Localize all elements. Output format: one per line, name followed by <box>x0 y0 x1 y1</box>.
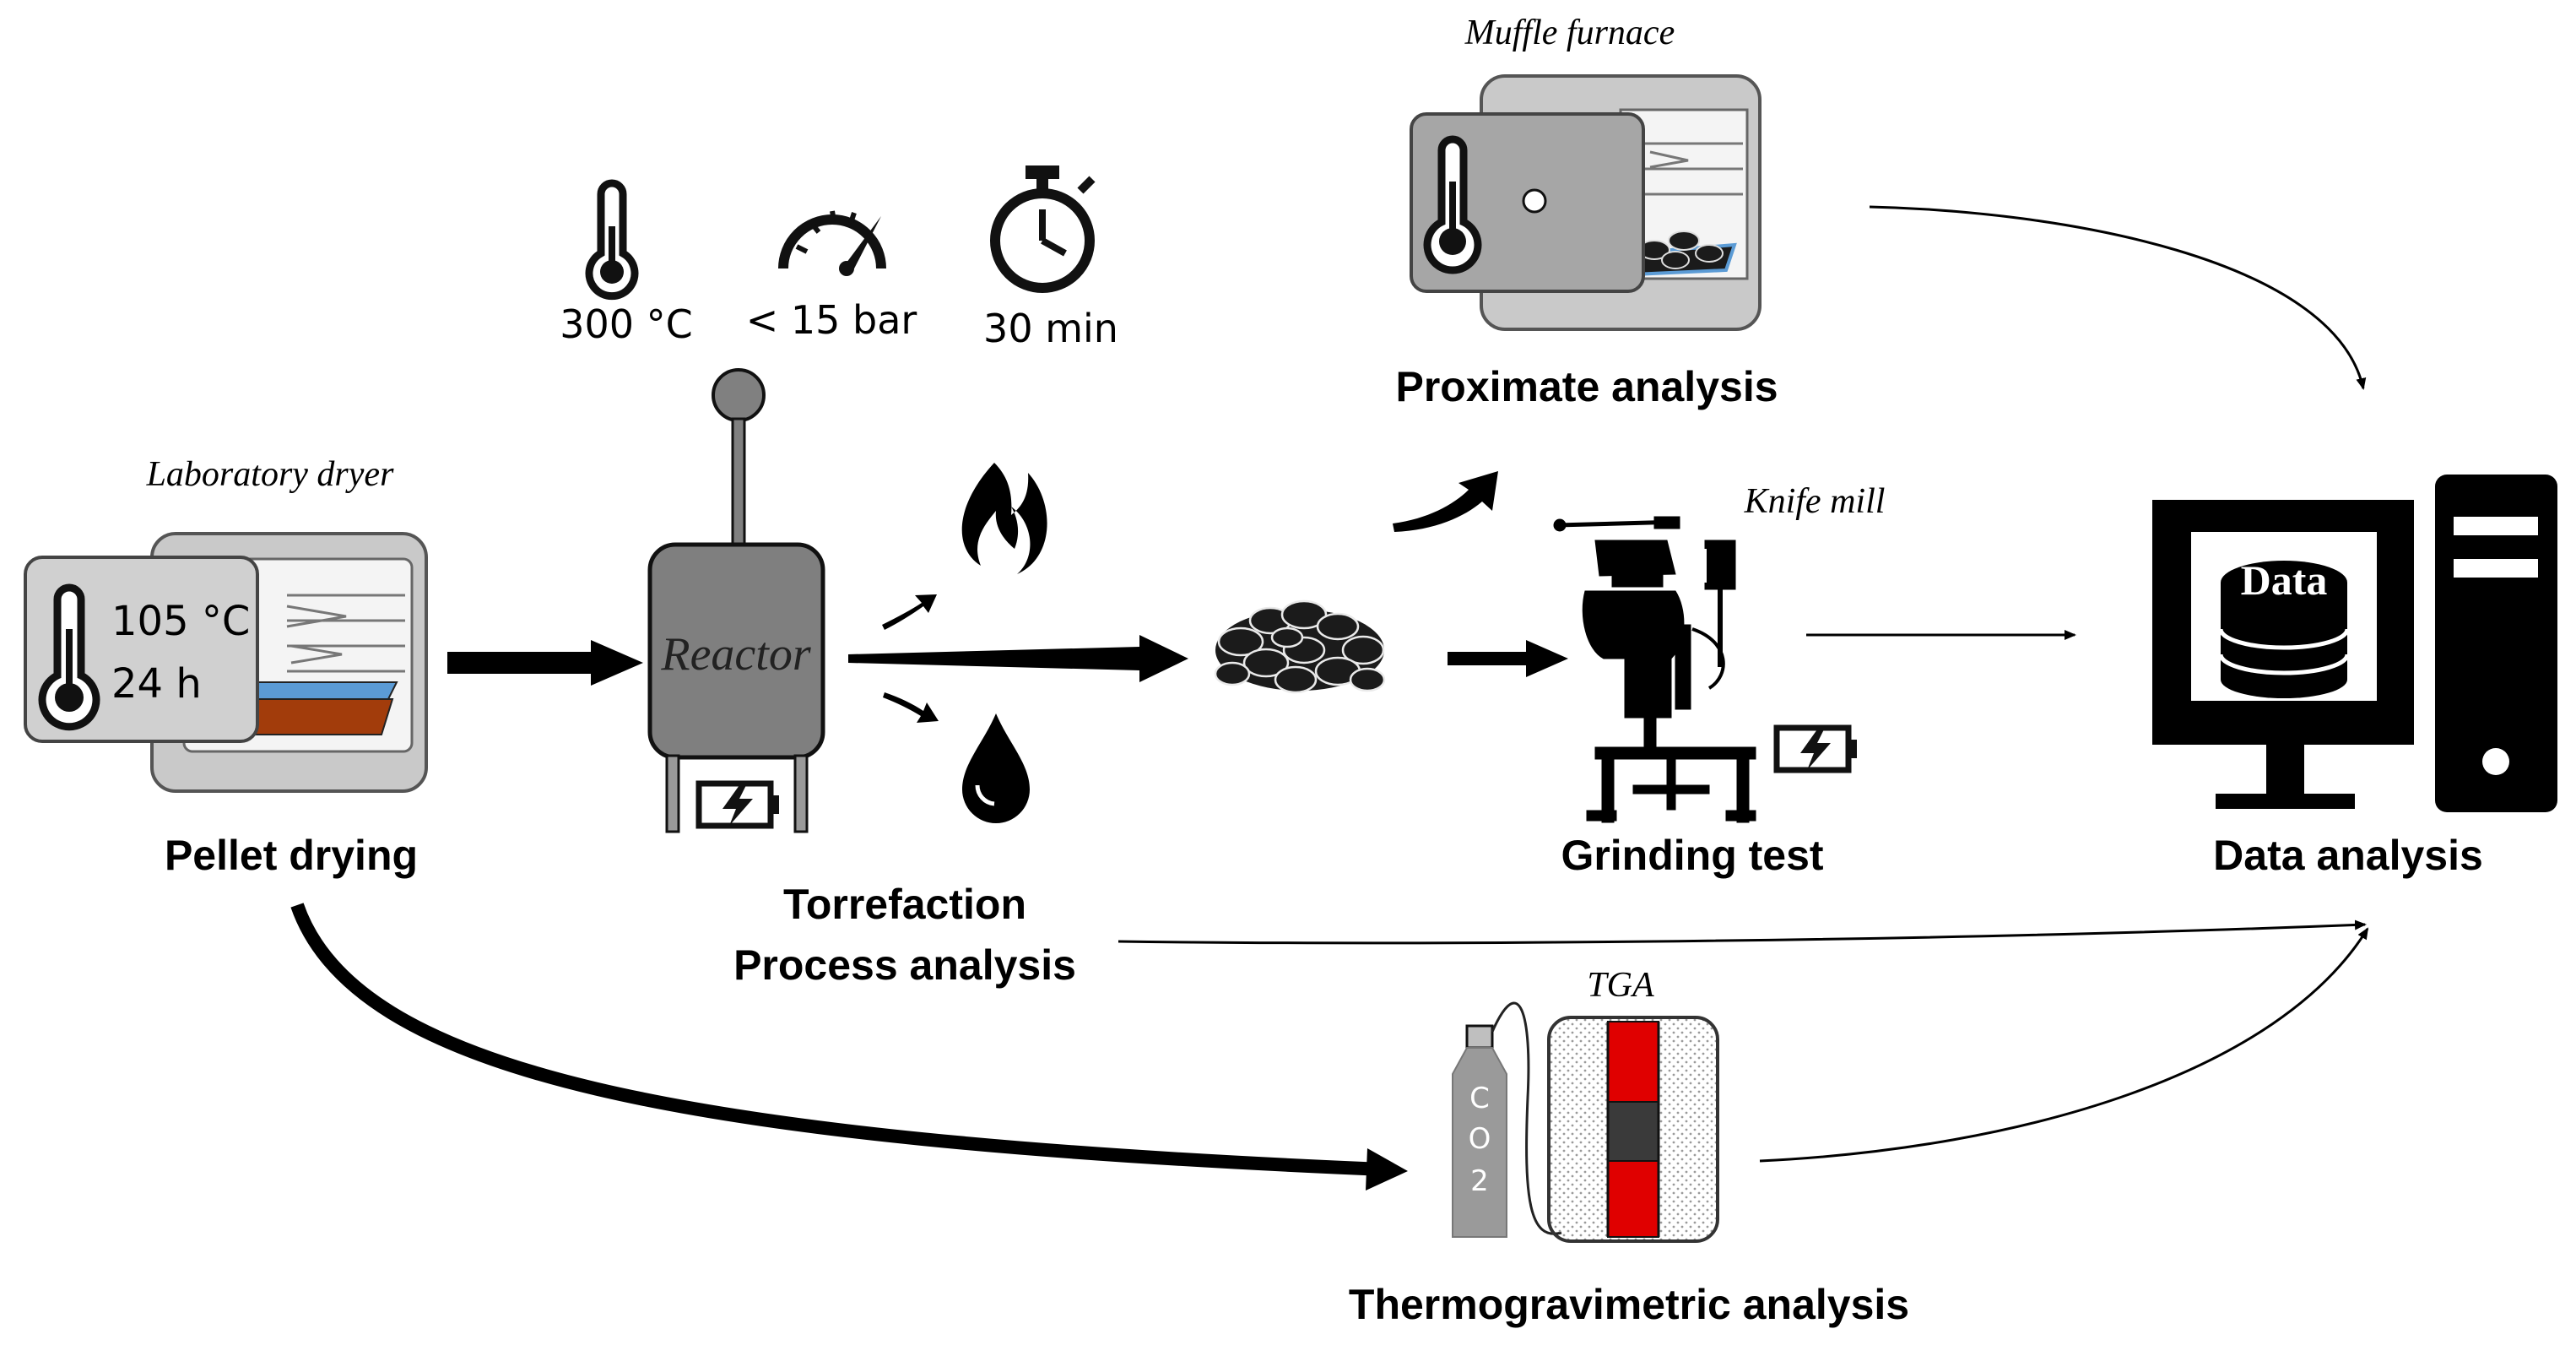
torrefaction-product-arrows <box>848 594 1188 723</box>
reactor-knob <box>712 368 766 422</box>
droplet-icon <box>962 713 1030 823</box>
pressure-gauge-icon <box>778 210 886 276</box>
flame-icon <box>961 463 1047 574</box>
reactor-temperature: 300 °C <box>560 301 693 347</box>
thermometer-icon <box>585 179 639 301</box>
torrefied-pellet-pile <box>1214 599 1386 694</box>
proximate-analysis-label: Proximate analysis <box>1395 363 1778 410</box>
knife-mill: Knife mill Grinding <box>1553 482 1886 879</box>
co2-letter-c: C <box>1469 1082 1490 1115</box>
arrow-to-knife-mill <box>1448 640 1568 677</box>
co2-letter-2: 2 <box>1470 1164 1489 1198</box>
reactor-parameters: 300 °C < 15 bar 30 min <box>560 165 1118 351</box>
arrow-dryer-to-tga <box>290 903 1385 1176</box>
computer: Data Data analysis <box>2152 475 2557 879</box>
co2-cylinder: C O 2 <box>1452 1024 1507 1238</box>
reactor-vessel <box>647 542 825 760</box>
reactor: Reactor <box>647 368 825 833</box>
database-icon: Data <box>2218 556 2350 698</box>
battery-charge-icon <box>695 780 779 829</box>
dryer-duration: 24 h <box>111 660 202 708</box>
laboratory-dryer: Laboratory dryer 105 °C 24 h Pellet dryi… <box>24 455 428 879</box>
dryer-temperature: 105 °C <box>111 598 250 645</box>
arrow-tga-to-data <box>1759 927 2369 1163</box>
muffle-furnace: Muffle furnace Proximate analysis <box>1395 14 1778 410</box>
arrow-to-proximate <box>1393 471 1498 532</box>
tga-crucible <box>1607 1101 1659 1162</box>
data-analysis-label: Data analysis <box>2213 832 2483 879</box>
thermometer-icon <box>38 583 100 731</box>
reactor-name: Reactor <box>660 628 810 681</box>
arrow-torrefaction-to-data <box>1118 919 2367 945</box>
tga-caption: TGA <box>1587 966 1654 1005</box>
thermogravimetric-analysis-label: Thermogravimetric analysis <box>1349 1281 1909 1328</box>
dryer-tray <box>240 681 398 700</box>
process-analysis-label: Process analysis <box>733 941 1076 989</box>
reactor-time: 30 min <box>983 306 1118 351</box>
reactor-pressure: < 15 bar <box>746 297 917 343</box>
stopwatch-icon <box>990 165 1096 293</box>
torrefaction-label: Torrefaction <box>783 881 1026 928</box>
dryer-caption: Laboratory dryer <box>146 455 394 494</box>
pellet-sample <box>240 698 394 735</box>
grinding-test-label: Grinding test <box>1561 832 1823 879</box>
co2-letter-o: O <box>1469 1122 1491 1156</box>
arrow-dryer-to-reactor <box>447 640 643 686</box>
thermometer-icon <box>1423 135 1482 274</box>
pellet-drying-label: Pellet drying <box>165 832 418 879</box>
tga: TGA C O 2 Thermogravimetric analysis <box>1349 966 1909 1328</box>
data-screen-text: Data <box>2241 556 2328 604</box>
mill-caption: Knife mill <box>1744 482 1886 521</box>
arrow-reactor-to-biochar <box>848 635 1188 682</box>
arrow-muffle-to-data <box>1869 205 2367 390</box>
battery-charge-icon <box>1773 724 1857 773</box>
muffle-caption: Muffle furnace <box>1464 14 1675 52</box>
